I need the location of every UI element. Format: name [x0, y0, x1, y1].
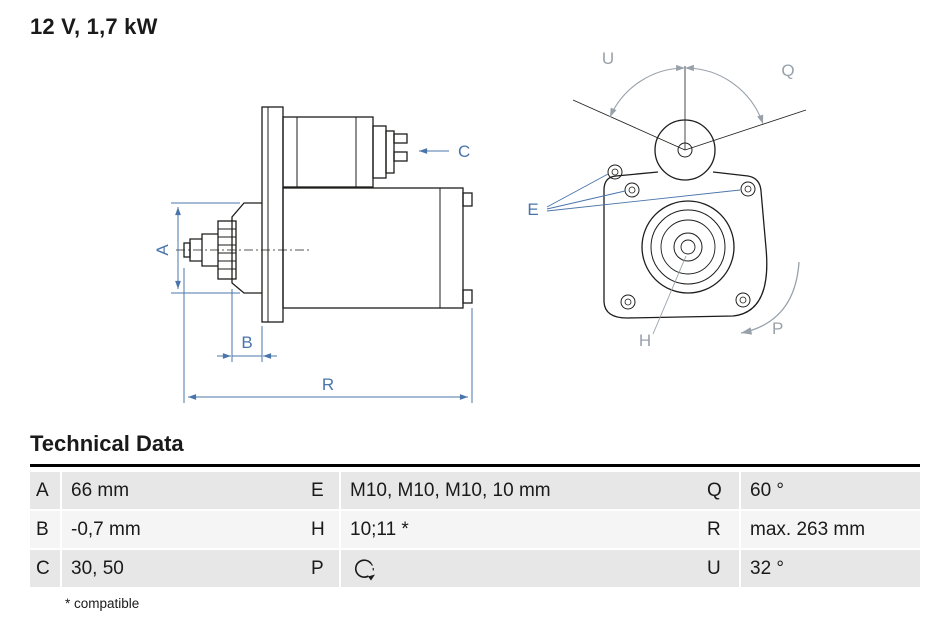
starter-motor-technical-drawing: A B C R	[153, 49, 807, 403]
technical-data-table: A 66 mm E M10, M10, M10, 10 mm Q 60 ° B …	[30, 472, 920, 589]
param-value-e: M10, M10, M10, 10 mm	[341, 472, 701, 511]
dimension-label-r: R	[322, 375, 334, 394]
dimension-label-c: C	[458, 142, 470, 161]
rotation-direction-icon	[354, 558, 375, 580]
dimension-label-u: U	[602, 49, 614, 68]
param-value-r: max. 263 mm	[741, 511, 920, 550]
dimension-label-e: E	[527, 200, 538, 219]
param-key-u: U	[701, 550, 741, 589]
rear-view-drawing	[572, 66, 807, 319]
technical-data-section: Technical Data A 66 mm E M10, M10, M10, …	[30, 431, 920, 611]
param-value-u: 32 °	[741, 550, 920, 589]
param-key-a: A	[30, 472, 62, 511]
param-value-q: 60 °	[741, 472, 920, 511]
footnote: * compatible	[65, 596, 140, 611]
param-key-p: P	[305, 550, 341, 589]
param-value-p	[341, 550, 701, 589]
param-value-a: 66 mm	[62, 472, 305, 511]
param-key-c: C	[30, 550, 62, 589]
page-title: 12 V, 1,7 kW	[30, 14, 158, 39]
dimension-label-h: H	[639, 331, 651, 350]
dimension-label-q: Q	[781, 61, 794, 80]
dimension-label-p: P	[772, 319, 783, 338]
param-value-h: 10;11 *	[341, 511, 701, 550]
rear-view-dimensions	[546, 64, 800, 335]
dimension-label-a: A	[153, 244, 172, 256]
technical-data-heading: Technical Data	[30, 431, 184, 456]
param-value-b: -0,7 mm	[62, 511, 305, 550]
param-key-r: R	[701, 511, 741, 550]
side-view-dimensions	[171, 148, 473, 403]
param-key-b: B	[30, 511, 62, 550]
param-value-c: 30, 50	[62, 550, 305, 589]
side-view-drawing	[176, 106, 473, 323]
dimension-label-b: B	[241, 333, 252, 352]
param-key-h: H	[305, 511, 341, 550]
param-key-q: Q	[701, 472, 741, 511]
param-key-e: E	[305, 472, 341, 511]
heading-rule	[30, 464, 920, 467]
